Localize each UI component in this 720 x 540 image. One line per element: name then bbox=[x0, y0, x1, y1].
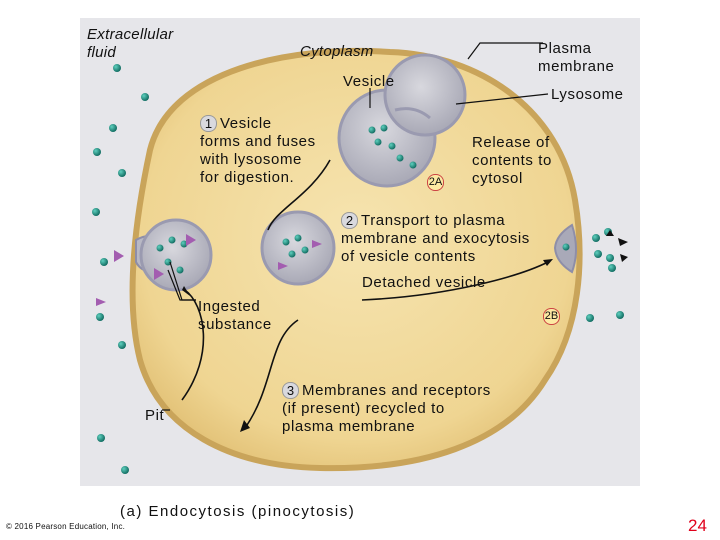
vesicle-label: Vesicle bbox=[343, 73, 395, 90]
step1-number: 1 bbox=[200, 115, 217, 132]
vesicle-molecules bbox=[156, 124, 616, 274]
step2a-text: Release of contents to cytosol bbox=[472, 134, 552, 187]
step2a-number: 2A bbox=[427, 174, 444, 191]
step2b-number-block: 2B bbox=[543, 288, 563, 325]
lysosome-label: Lysosome bbox=[551, 86, 624, 103]
ingested-particles bbox=[96, 234, 322, 306]
extracellular-molecules bbox=[92, 64, 624, 474]
step3-text: Membranes and receptors (if present) rec… bbox=[282, 382, 491, 435]
process-arrows bbox=[181, 159, 549, 429]
cytoplasm-label: Cytoplasm bbox=[300, 43, 374, 60]
leader-lines bbox=[162, 42, 549, 411]
pit-label: Pit bbox=[145, 407, 165, 424]
arrowheads bbox=[182, 230, 628, 432]
step1-text: Vesicle forms and fuses with lysosome fo… bbox=[200, 115, 316, 186]
ingested-substance-label: Ingested substance bbox=[198, 298, 272, 333]
step3-number: 3 bbox=[282, 382, 299, 399]
step2-number: 2 bbox=[341, 212, 358, 229]
step2b-number: 2B bbox=[543, 308, 560, 325]
copyright-notice: © 2016 Pearson Education, Inc. bbox=[6, 522, 126, 531]
page-number: 24 bbox=[688, 516, 707, 535]
lysosome bbox=[383, 53, 467, 137]
cell-body bbox=[129, 47, 583, 472]
plasma-membrane-label: Plasma membrane bbox=[538, 40, 615, 75]
extracellular-fluid-label: Extracellular fluid bbox=[87, 26, 174, 61]
step2a-number-block: 2A bbox=[427, 154, 447, 191]
step2-text: Transport to plasma membrane and exocyto… bbox=[341, 212, 530, 265]
figure-caption: (a) Endocytosis (pinocytosis) bbox=[120, 503, 356, 520]
detached-vesicle-label: Detached vesicle bbox=[362, 274, 486, 291]
